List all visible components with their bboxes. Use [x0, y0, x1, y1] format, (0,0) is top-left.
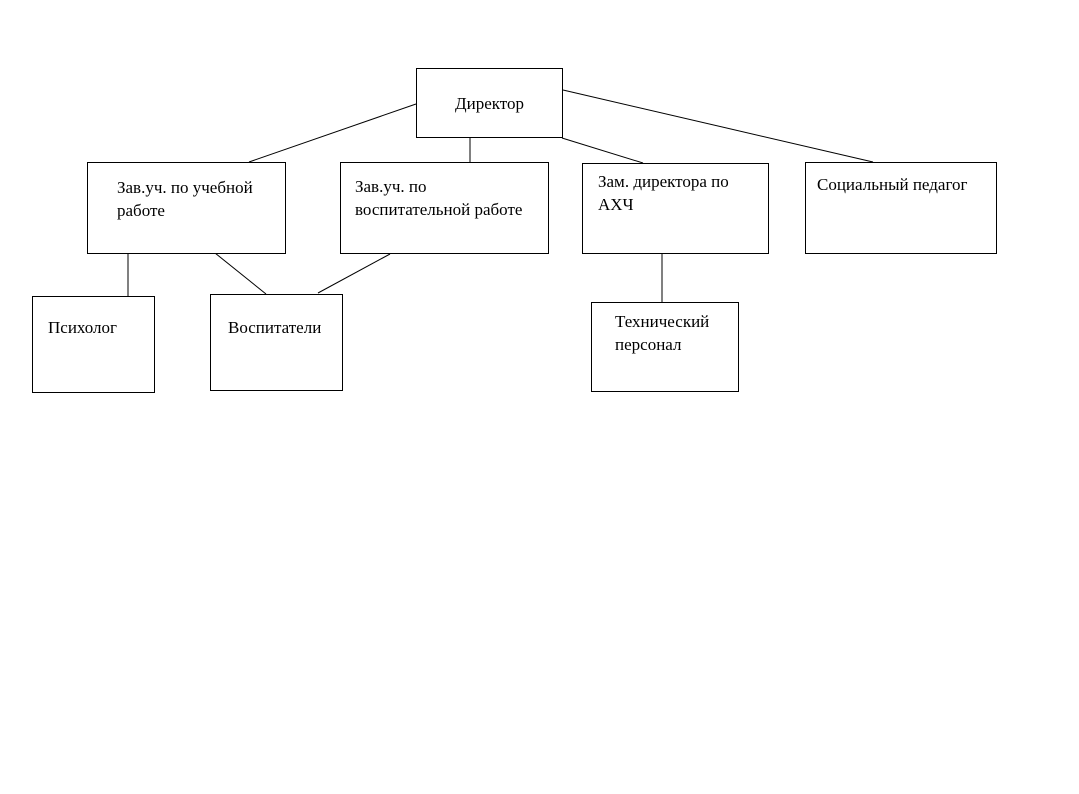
connector-line-academic-educators — [214, 252, 267, 295]
node-label: Психолог — [48, 318, 118, 337]
node-technical-staff[interactable]: Технический персонал — [591, 302, 739, 392]
node-label: Технический персонал — [615, 312, 710, 354]
node-deputy-upbringing-work[interactable]: Зав.уч. по воспитательной работе — [340, 162, 549, 254]
node-label: Зам. директора по АХЧ — [598, 172, 729, 214]
connector-line-director-ahch — [561, 137, 644, 164]
node-director[interactable]: Директор — [416, 68, 563, 138]
connector-line-director-social — [562, 89, 874, 163]
node-deputy-director-ahch[interactable]: Зам. директора по АХЧ — [582, 163, 769, 254]
node-label: Зав.уч. по воспитательной работе — [355, 177, 523, 219]
connector-line-director-academic — [248, 103, 417, 163]
node-label: Зав.уч. по учебной работе — [117, 178, 253, 220]
node-educators[interactable]: Воспитатели — [210, 294, 343, 391]
node-label: Воспитатели — [228, 318, 322, 337]
node-deputy-academic-work[interactable]: Зав.уч. по учебной работе — [87, 162, 286, 254]
node-social-pedagogue[interactable]: Социальный педагог — [805, 162, 997, 254]
connector-line-upbringing-educators — [317, 253, 391, 294]
node-psychologist[interactable]: Психолог — [32, 296, 155, 393]
node-label: Директор — [455, 93, 524, 113]
node-label: Социальный педагог — [817, 175, 968, 194]
